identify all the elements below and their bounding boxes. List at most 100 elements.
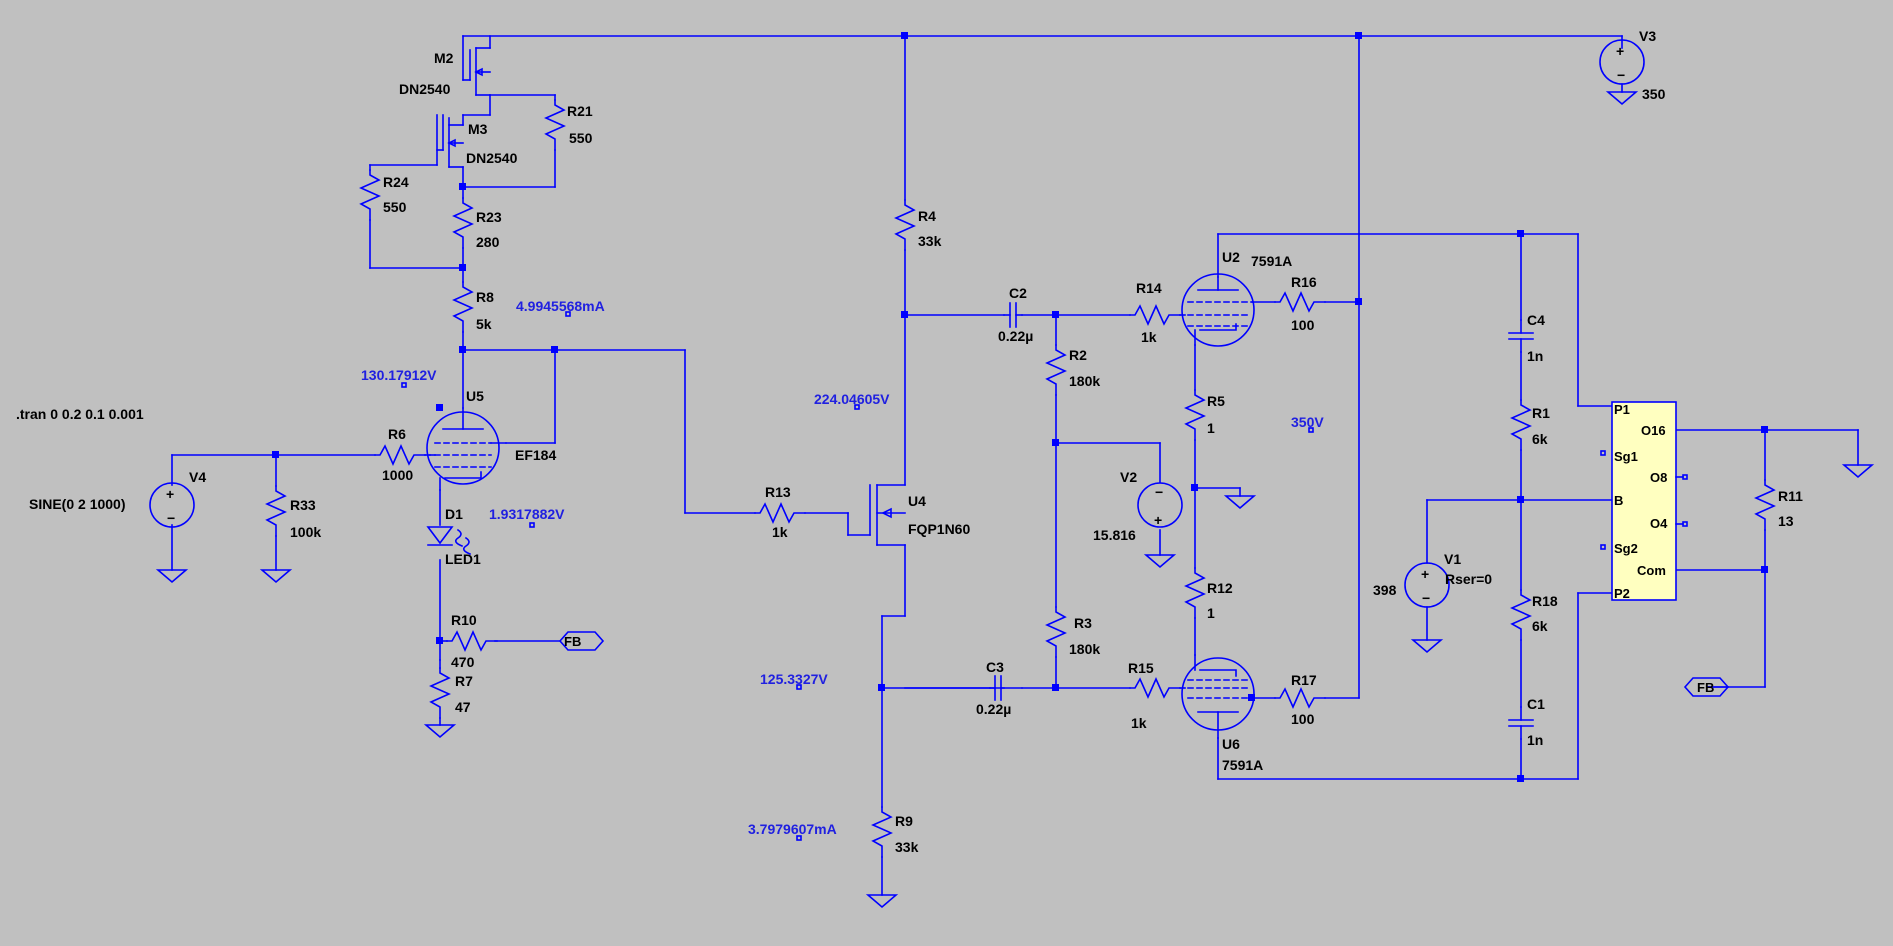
pin-p1: P1 [1614,402,1630,417]
svg-text:−: − [1155,484,1163,500]
r14-value: 1k [1141,329,1157,345]
r6-value: 1000 [382,467,413,483]
v4-name: V4 [189,469,206,485]
r18-symbol [1510,589,1532,641]
u5-name: U5 [466,388,484,404]
pin-p2: P2 [1614,586,1630,601]
r21-symbol [544,99,566,151]
c2-name: C2 [1009,285,1027,301]
r17-name: R17 [1291,672,1317,688]
c4-name: C4 [1527,312,1545,328]
r3-value: 180k [1069,641,1100,657]
svg-text:−: − [1617,67,1625,83]
r24-name: R24 [383,174,409,190]
v3-symbol: +− [1599,39,1645,93]
r6-symbol [374,444,426,466]
u2-name: U2 [1222,249,1240,265]
u6-name: U6 [1222,736,1240,752]
r7-symbol [429,667,451,719]
m3-name: M3 [468,121,488,137]
pin-com: Com [1637,563,1666,578]
probe-current-r9: 3.7979607mA [748,821,837,837]
component-labels: M2 DN2540 M3 DN2540 R21 550 R24 550 R23 … [16,28,1803,855]
net-labels: FB FB [558,631,1730,697]
r9-name: R9 [895,813,913,829]
probe-voltage-b-plus: 350V [1291,414,1324,430]
r6-name: R6 [388,426,406,442]
r1-value: 6k [1532,431,1548,447]
u2-symbol [1181,273,1255,347]
u4-symbol [869,484,906,546]
r33-symbol [265,485,287,537]
r13-symbol [754,502,806,524]
r4-value: 33k [918,233,942,249]
u2-value: 7591A [1251,253,1292,269]
r4-name: R4 [918,208,936,224]
r3-symbol [1045,606,1067,658]
c3-symbol [904,675,1023,701]
r15-symbol [1129,677,1181,699]
r13-value: 1k [772,524,788,540]
r16-symbol [1274,291,1326,313]
u5-value: EF184 [515,447,556,463]
r14-symbol [1129,304,1181,326]
r2-symbol [1045,344,1067,396]
v2-value: 15.816 [1093,527,1136,543]
c1-symbol [1508,706,1534,740]
r5-name: R5 [1207,393,1225,409]
v4-value: SINE(0 2 1000) [29,496,126,512]
d1-symbol [426,526,472,556]
probe-voltage-source: 125.3327V [760,671,828,687]
r8-symbol [452,281,474,333]
r18-name: R18 [1532,593,1558,609]
r12-value: 1 [1207,605,1215,621]
r17-value: 100 [1291,711,1315,727]
probe-readouts: 4.9945568mA 130.17912V 1.9317882V 224.04… [361,298,1324,841]
r1-symbol [1510,399,1532,451]
wires [171,35,1859,896]
ground-icon [155,569,189,584]
r2-value: 180k [1069,373,1100,389]
u6-symbol [1181,654,1255,739]
output-transformer: P1 Sg1 B Sg2 P2 O16 O8 O4 Com [1600,401,1688,601]
net-label-fb: FB [1697,680,1714,695]
r21-value: 550 [569,130,593,146]
c3-name: C3 [986,659,1004,675]
svg-text:−: − [1422,590,1430,606]
d1-name: D1 [445,506,463,522]
pin-o4: O4 [1650,516,1668,531]
m2-value: DN2540 [399,81,451,97]
r15-name: R15 [1128,660,1154,676]
r11-name: R11 [1778,488,1803,504]
r3-name: R3 [1074,615,1092,631]
probe-voltage-led: 1.9317882V [489,506,565,522]
m3-symbol [436,114,464,168]
r2-name: R2 [1069,347,1087,363]
svg-text:+: + [1616,43,1624,59]
v4-symbol: +− [149,482,195,528]
tubes [426,273,1255,739]
r24-value: 550 [383,199,407,215]
pin-o8: O8 [1650,470,1667,485]
c2-value: 0.22µ [998,328,1033,344]
pin-sg2: Sg2 [1614,541,1638,556]
r12-symbol [1184,567,1206,619]
capacitors [904,302,1534,740]
mosfets [436,47,906,546]
r4-symbol [894,199,916,251]
u4-name: U4 [908,493,926,509]
u4-value: FQP1N60 [908,521,970,537]
r23-symbol [452,197,474,249]
c4-value: 1n [1527,348,1543,364]
r16-name: R16 [1291,274,1317,290]
r21-name: R21 [567,103,593,119]
probe-voltage-u5-plate: 130.17912V [361,367,437,383]
resistors [265,99,1776,858]
v1-extra: Rser=0 [1445,571,1492,587]
r14-name: R14 [1136,280,1162,296]
svg-text:+: + [1421,566,1429,582]
pin-sg1: Sg1 [1614,449,1638,464]
r12-name: R12 [1207,580,1233,596]
spice-directive[interactable]: .tran 0 0.2 0.1 0.001 [16,406,144,422]
